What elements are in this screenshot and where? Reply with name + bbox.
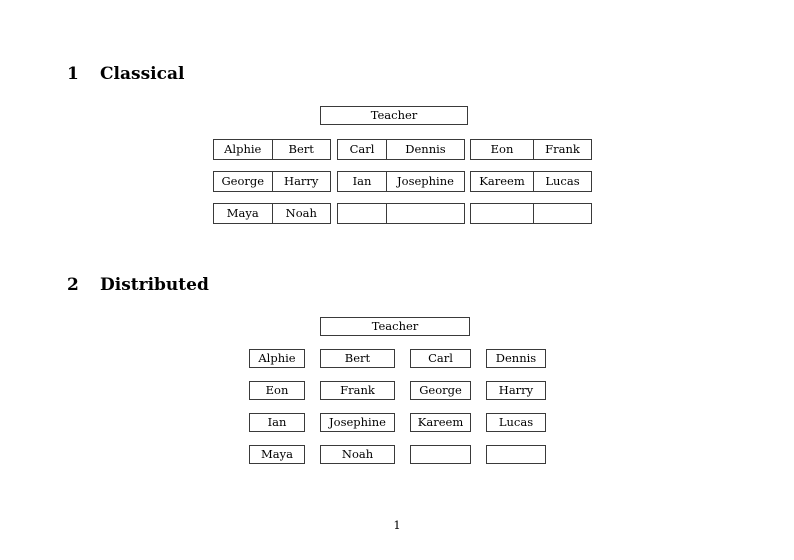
- section-title: Distributed: [100, 275, 209, 295]
- student-cell-empty: [386, 203, 465, 224]
- distributed-node-box: Eon: [249, 381, 305, 400]
- student-cell: Bert: [271, 139, 331, 160]
- distributed-node-box: Kareem: [410, 413, 471, 432]
- student-cell-empty: [533, 203, 592, 224]
- student-cell: Kareem: [470, 171, 534, 192]
- classical-group-1-row-2: George Harry: [213, 171, 331, 192]
- section-heading-distributed: 2 Distributed: [67, 275, 209, 295]
- section-number: 2: [67, 275, 79, 295]
- student-cell-empty: [470, 203, 534, 224]
- table-row: Maya Noah: [213, 203, 331, 224]
- table-row: Kareem Lucas: [470, 171, 592, 192]
- classical-teacher-box: Teacher: [320, 106, 468, 125]
- distributed-node-box: Josephine: [320, 413, 395, 432]
- table-row: George Harry: [213, 171, 331, 192]
- distributed-node-box: Alphie: [249, 349, 305, 368]
- classical-group-3-row-1: Eon Frank: [470, 139, 592, 160]
- page-number: 1: [393, 518, 401, 532]
- student-cell: Josephine: [386, 171, 465, 192]
- classical-group-2-row-1: Carl Dennis: [337, 139, 465, 160]
- distributed-node-box-empty: [410, 445, 471, 464]
- table-row: [470, 203, 592, 224]
- distributed-node-box: George: [410, 381, 471, 400]
- table-row: Carl Dennis: [337, 139, 465, 160]
- student-cell: Harry: [271, 171, 331, 192]
- distributed-node-box: Noah: [320, 445, 395, 464]
- distributed-node-box: Ian: [249, 413, 305, 432]
- table-row: Ian Josephine: [337, 171, 465, 192]
- student-cell: Frank: [533, 139, 592, 160]
- student-cell: Maya: [213, 203, 273, 224]
- classical-group-1-row-3: Maya Noah: [213, 203, 331, 224]
- distributed-node-box: Bert: [320, 349, 395, 368]
- section-number: 1: [67, 64, 79, 84]
- distributed-node-box: Frank: [320, 381, 395, 400]
- distributed-node-box: Maya: [249, 445, 305, 464]
- student-cell-empty: [337, 203, 387, 224]
- distributed-node-box: Harry: [486, 381, 546, 400]
- classical-group-2-row-3: [337, 203, 465, 224]
- distributed-node-box-empty: [486, 445, 546, 464]
- student-cell: Ian: [337, 171, 387, 192]
- student-cell: Eon: [470, 139, 534, 160]
- student-cell: George: [213, 171, 273, 192]
- section-title: Classical: [100, 64, 185, 84]
- distributed-node-box: Dennis: [486, 349, 546, 368]
- student-cell: Alphie: [213, 139, 273, 160]
- section-heading-classical: 1 Classical: [67, 64, 184, 84]
- table-row: Eon Frank: [470, 139, 592, 160]
- classical-group-3-row-2: Kareem Lucas: [470, 171, 592, 192]
- classical-group-2-row-2: Ian Josephine: [337, 171, 465, 192]
- classical-group-1-row-1: Alphie Bert: [213, 139, 331, 160]
- classical-group-3-row-3: [470, 203, 592, 224]
- student-cell: Carl: [337, 139, 387, 160]
- student-cell: Lucas: [533, 171, 592, 192]
- table-row: Alphie Bert: [213, 139, 331, 160]
- table-row: [337, 203, 465, 224]
- distributed-node-box: Carl: [410, 349, 471, 368]
- student-cell: Dennis: [386, 139, 465, 160]
- student-cell: Noah: [271, 203, 331, 224]
- distributed-teacher-box: Teacher: [320, 317, 470, 336]
- distributed-node-box: Lucas: [486, 413, 546, 432]
